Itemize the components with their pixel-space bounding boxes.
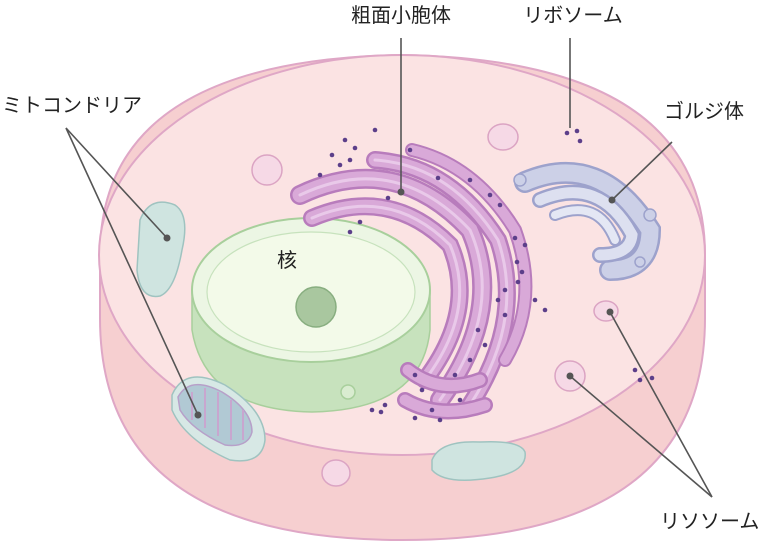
leader-mito-a: [65, 127, 168, 239]
mitochondrion-lower: [171, 376, 266, 462]
leader-ends: [163, 188, 616, 419]
leader-mito-b: [65, 127, 199, 416]
label-mitochondria: ミトコンドリア: [2, 93, 142, 117]
lysosomes: [251, 123, 619, 487]
leader-golgi: [611, 141, 673, 201]
nucleus: [191, 217, 431, 413]
mitochondrion-bottom: [431, 440, 526, 481]
label-golgi: ゴルジ体: [664, 99, 744, 123]
nucleolus: [295, 286, 337, 328]
ribosomes: [317, 127, 655, 423]
mitochondrion-upper: [136, 201, 186, 298]
leader-lines: [65, 38, 713, 498]
golgi-apparatus: [513, 161, 662, 281]
label-lysosome: リソソーム: [660, 509, 759, 533]
leader-lyso-b: [569, 375, 713, 498]
label-ribosome: リボソーム: [523, 3, 622, 27]
label-rer: 粗面小胞体: [351, 3, 451, 27]
leader-lyso-a: [609, 311, 713, 498]
label-nucleus: 核: [277, 248, 297, 272]
